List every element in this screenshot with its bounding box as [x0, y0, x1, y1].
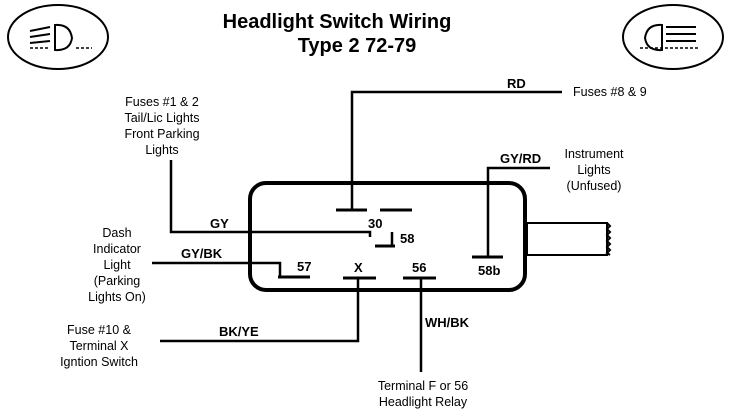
- svg-text:Terminal X: Terminal X: [69, 339, 129, 353]
- svg-text:Lights: Lights: [577, 163, 610, 177]
- svg-text:Light: Light: [103, 258, 131, 272]
- svg-text:Instrument: Instrument: [564, 147, 624, 161]
- wire-gy: [169, 160, 372, 237]
- label-instrument-lights: Instrument Lights (Unfused): [564, 147, 624, 193]
- wire-label-bk-ye: BK/YE: [219, 324, 259, 339]
- label-fuse-10: Fuse #10 & Terminal X Igntion Switch: [60, 323, 138, 369]
- wire-gy-rd: [486, 166, 550, 257]
- terminal-label-56: 56: [412, 260, 426, 275]
- wire-bk-ye: [160, 278, 360, 343]
- terminal-label-x: X: [354, 260, 363, 275]
- wire-label-gy-bk: GY/BK: [181, 246, 223, 261]
- svg-text:Fuses #1 & 2: Fuses #1 & 2: [125, 95, 199, 109]
- terminal-label-30: 30: [368, 216, 382, 231]
- title-line-1: Headlight Switch Wiring: [223, 11, 452, 33]
- wire-label-wh-bk: WH/BK: [425, 315, 470, 330]
- headlight-symbol-icon: [7, 4, 109, 70]
- wire-rd: [350, 90, 562, 210]
- label-headlight-relay: Terminal F or 56 Headlight Relay: [378, 379, 468, 409]
- svg-text:Front Parking: Front Parking: [124, 127, 199, 141]
- svg-text:Fuse #10 &: Fuse #10 &: [67, 323, 132, 337]
- svg-text:(Unfused): (Unfused): [567, 179, 622, 193]
- svg-text:Terminal F or 56: Terminal F or 56: [378, 379, 468, 393]
- terminal-label-58: 58: [400, 231, 414, 246]
- label-fuses-1-2: Fuses #1 & 2 Tail/Lic Lights Front Parki…: [124, 95, 199, 157]
- terminal-label-58b: 58b: [478, 263, 500, 278]
- svg-text:Indicator: Indicator: [93, 242, 141, 256]
- wire-label-rd: RD: [507, 76, 526, 91]
- title-line-2: Type 2 72-79: [298, 35, 417, 57]
- svg-text:Lights: Lights: [145, 143, 178, 157]
- svg-text:(Parking: (Parking: [94, 274, 141, 288]
- terminal-label-57: 57: [297, 259, 311, 274]
- svg-text:Tail/Lic Lights: Tail/Lic Lights: [124, 111, 199, 125]
- label-fuses-8-9: Fuses #8 & 9: [573, 85, 647, 99]
- wire-label-gy: GY: [210, 216, 229, 231]
- label-dash-indicator: Dash Indicator Light (Parking Lights On): [88, 226, 146, 304]
- svg-text:Igntion Switch: Igntion Switch: [60, 355, 138, 369]
- wire-gy-bk: [152, 261, 282, 277]
- svg-text:Lights On): Lights On): [88, 290, 146, 304]
- switch-shaft: [526, 222, 612, 256]
- wire-label-gy-rd: GY/RD: [500, 151, 541, 166]
- svg-text:Dash: Dash: [102, 226, 131, 240]
- headlight-symbol-icon: [622, 4, 724, 70]
- switch-body: [248, 181, 527, 292]
- svg-text:Headlight Relay: Headlight Relay: [379, 395, 468, 409]
